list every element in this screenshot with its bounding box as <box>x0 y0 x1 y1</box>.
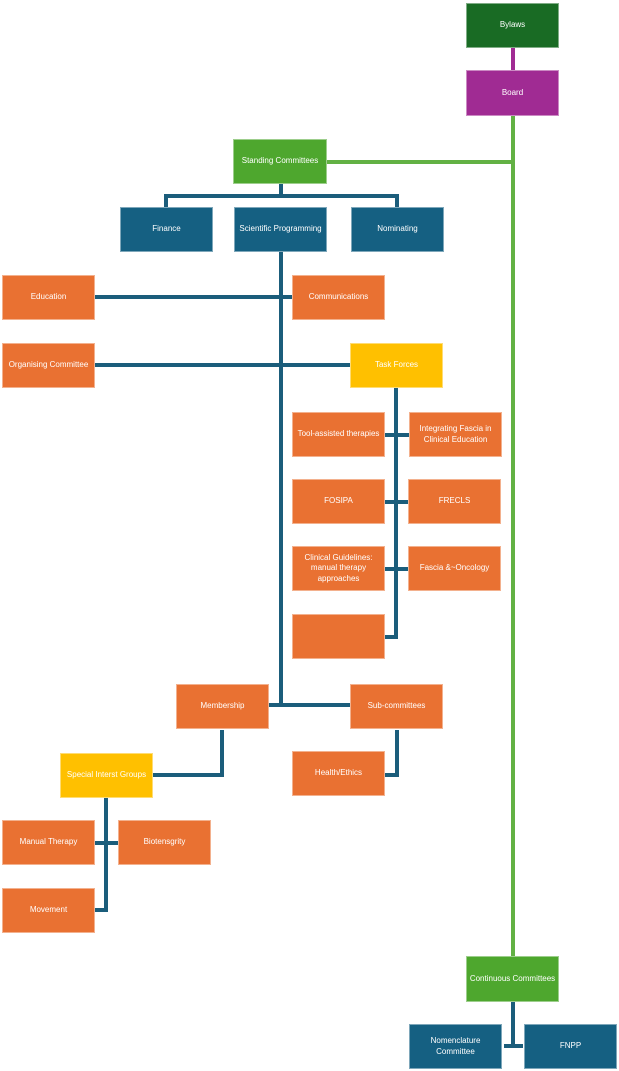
org-box-movement: Movement <box>2 888 95 933</box>
org-box-fnpp: FNPP <box>524 1024 617 1069</box>
connector-teal <box>385 567 409 571</box>
org-box-task-forces: Task Forces <box>350 343 443 388</box>
org-box-nominating: Nominating <box>351 207 444 252</box>
connector-teal <box>153 773 224 777</box>
connector-teal <box>95 295 292 299</box>
org-box-special-interest-groups: Special Interst Groups <box>60 753 153 798</box>
org-box-bylaws: Bylaws <box>466 3 559 48</box>
org-box-unlabeled-task-force <box>292 614 385 659</box>
connector-teal <box>504 1044 523 1048</box>
connector-teal <box>385 433 409 437</box>
connector-teal <box>394 388 398 639</box>
org-box-continuous-committees: Continuous Committees <box>466 956 559 1002</box>
org-box-sub-committees: Sub-committees <box>350 684 443 729</box>
connector-teal <box>269 703 350 707</box>
org-box-finance: Finance <box>120 207 213 252</box>
connector-green <box>511 116 515 956</box>
connector-green <box>327 160 513 164</box>
connector-teal <box>279 252 283 707</box>
connector-teal <box>385 500 409 504</box>
org-box-communications: Communications <box>292 275 385 320</box>
org-box-organising-committee: Organising Committee <box>2 343 95 388</box>
connector-teal <box>385 635 398 639</box>
org-box-board: Board <box>466 70 559 116</box>
connector-teal <box>511 1002 515 1048</box>
org-box-fosipa: FOSIPA <box>292 479 385 524</box>
connector-teal <box>164 194 399 198</box>
connector-teal <box>385 773 399 777</box>
connector-teal <box>95 363 350 367</box>
org-box-health-ethics: Health/Ethics <box>292 751 385 796</box>
org-box-fascia-oncology: Fascia &~Oncology <box>408 546 501 591</box>
org-box-scientific-programming: Scientific Programming <box>234 207 327 252</box>
org-box-clinical-guidelines: Clinical Guidelines: manual therapy appr… <box>292 546 385 591</box>
connector-teal <box>95 841 118 845</box>
connector-teal <box>104 797 108 912</box>
org-box-frecls: FRECLS <box>408 479 501 524</box>
org-box-standing-committees: Standing Committees <box>233 139 327 184</box>
org-box-integrating-fascia-clinical-education: Integrating Fascia in Clinical Education <box>409 412 502 457</box>
connector-teal <box>164 196 168 207</box>
connector-purple <box>511 48 515 70</box>
connector-teal <box>395 730 399 777</box>
org-box-biotensgrity: Biotensgrity <box>118 820 211 865</box>
connector-teal <box>395 196 399 207</box>
org-box-education: Education <box>2 275 95 320</box>
org-box-nomenclature-committee: Nomenclature Committee <box>409 1024 502 1069</box>
connector-teal <box>279 184 283 198</box>
connector-teal <box>95 908 108 912</box>
org-box-membership: Membership <box>176 684 269 729</box>
org-box-manual-therapy: Manual Therapy <box>2 820 95 865</box>
org-box-tool-assisted-therapies: Tool-assisted therapies <box>292 412 385 457</box>
connector-teal <box>220 730 224 777</box>
